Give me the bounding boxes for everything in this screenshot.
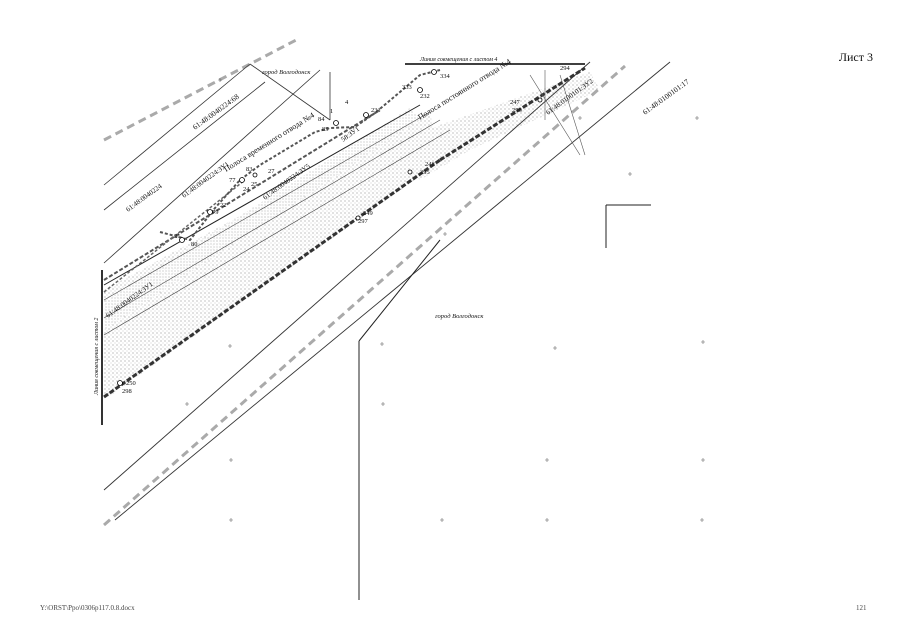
parcel-label: 61:48:0040224:68 [191,92,241,132]
point-label: 295 [420,169,430,176]
temporary-strip-outline [159,69,441,242]
point-label: 25 [251,181,258,188]
point-label: 248 [425,161,435,168]
point-label: 1 [330,108,333,115]
point-label: 333 [402,84,412,91]
point-label: 249 [363,210,373,217]
city-label-center: город Волгодонск [435,313,484,320]
point-label: 232 [420,93,430,100]
join-line-sheet-2-label: Линия совмещения с листом 2 [94,318,100,396]
embankment-band [104,112,440,400]
point-label: 297 [358,218,369,225]
rail-line [103,129,451,336]
permanent-strip-boundary [103,109,381,281]
parcel-line [529,74,581,156]
parcel-line [103,63,251,186]
parcel-line [103,69,321,264]
zone-boundary-dashed [103,64,626,527]
parcel-line [559,74,586,156]
road-line [103,61,591,491]
zone-boundary-dashed [103,36,301,142]
point-label: 22 [220,202,227,209]
page-number: 121 [856,604,867,612]
parcel-line [249,63,331,121]
rail-line [103,104,421,286]
point-label: 4 [345,99,349,106]
join-line-sheet-4-label: Линия совмещения с листом 4 [419,56,497,63]
point-label: 83 [246,166,253,173]
rail-line [103,111,431,301]
sheet-label: Лист 3 [838,50,873,64]
temporary-strip-label: Полоса временного отвода №4 [222,111,316,174]
permanent-strip-boundary [103,158,441,399]
survey-points [117,69,543,386]
point-label: 24 [243,186,250,193]
permanent-strip-boundary [439,66,586,162]
point-label: 250 [126,380,136,387]
point-label: 80 [191,241,198,248]
parcel-line [103,81,266,211]
point-label: 84 [318,116,325,123]
footer-file-path: Y:\ORST\Ppo\0306p117.0.8.docx [40,604,135,612]
parcel-label: 61:48:0040224 [124,182,163,214]
point-label: 334 [440,73,451,80]
point-label: 247 [510,99,521,106]
grid-crosses [185,78,705,522]
city-label-top: город Волгодонск [262,69,311,76]
point-label: 231 [371,107,381,114]
point-label: 77 [229,177,236,184]
point-label: 85 [322,126,329,133]
point-label: 294 [560,65,571,72]
point-label: 27 [268,168,275,175]
point-label: 21 [174,233,181,240]
rail-line [103,119,441,319]
parcel-label: 61:48:0040224:ЗУ1 [180,160,231,200]
road-line [114,61,671,521]
parcel-label: 61:48:0100101:17 [641,77,691,117]
point-label: 298 [122,388,132,395]
point-label: 296 [512,107,523,114]
point-label: 79 [212,209,219,216]
block-outline [358,239,441,342]
